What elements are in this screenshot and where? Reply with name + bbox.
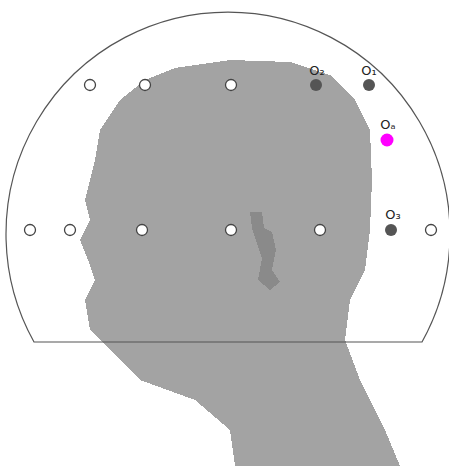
sensor-label: O₃ <box>385 207 400 222</box>
filled-sensor <box>385 224 397 236</box>
sensor-label: Oₐ <box>380 117 395 132</box>
highlight-sensor <box>381 134 394 147</box>
sensor-label: O₂ <box>309 63 324 78</box>
ear <box>250 212 280 290</box>
dome-outline <box>6 12 449 342</box>
sensor <box>426 225 437 236</box>
filled-sensor <box>363 79 375 91</box>
filled-sensor <box>310 79 322 91</box>
sensor <box>85 80 96 91</box>
sensor <box>226 225 237 236</box>
sensor <box>65 225 76 236</box>
sensor <box>315 225 326 236</box>
sensor <box>25 225 36 236</box>
sensor-label: O₁ <box>361 63 376 78</box>
sensor <box>137 225 148 236</box>
sensor <box>140 80 151 91</box>
head-silhouette <box>80 60 400 466</box>
hollow-sensors <box>25 80 437 236</box>
sensor <box>226 80 237 91</box>
